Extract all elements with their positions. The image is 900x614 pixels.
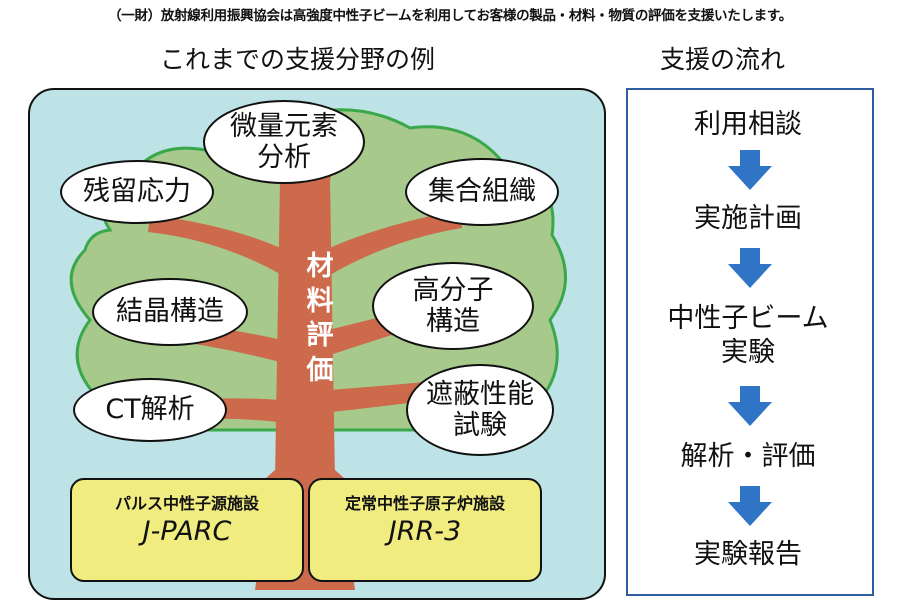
flow-step-planning: 実施計画: [694, 203, 802, 234]
facility-name: J-PARC: [142, 516, 232, 547]
facility-title: パルス中性子源施設: [114, 494, 259, 513]
left-panel-title: これまでの支援分野の例: [160, 45, 436, 74]
bubble-residual-stress: 残留応力: [60, 160, 214, 224]
bubble-ct-analysis: CT解析: [73, 378, 227, 442]
flow-step-consultation: 利用相談: [694, 109, 802, 140]
flow-step-report: 実験報告: [694, 539, 802, 570]
right-panel-title: 支援の流れ: [660, 45, 786, 74]
facility-card-jparc: パルス中性子源施設 J-PARC: [70, 478, 304, 582]
facility-title: 定常中性子原子炉施設: [344, 494, 505, 513]
bubble-crystal-structure: 結晶構造: [92, 278, 248, 346]
down-arrow-icon: [728, 248, 772, 288]
down-arrow-icon: [728, 386, 772, 426]
facility-card-jrr3: 定常中性子原子炉施設 JRR-3: [308, 478, 542, 582]
facility-name: JRR-3: [388, 516, 462, 547]
trunk-label-material-evaluation: 材 料 評 価: [306, 251, 334, 386]
bubble-trace-element-analysis: 微量元素 分析: [203, 100, 365, 184]
bubble-shielding-test: 遮蔽性能 試験: [406, 364, 554, 456]
flow-step-beam-experiment: 中性子ビーム 実験: [667, 303, 829, 368]
header-statement: （一財）放射線利用振興協会は高強度中性子ビームを利用してお客様の製品・材料・物質…: [108, 8, 792, 24]
bubble-texture: 集合組織: [405, 158, 559, 226]
down-arrow-icon: [728, 486, 772, 526]
flow-step-analysis: 解析・評価: [680, 441, 816, 472]
bubble-polymer-structure: 高分子 構造: [372, 262, 534, 350]
down-arrow-icon: [728, 150, 772, 190]
